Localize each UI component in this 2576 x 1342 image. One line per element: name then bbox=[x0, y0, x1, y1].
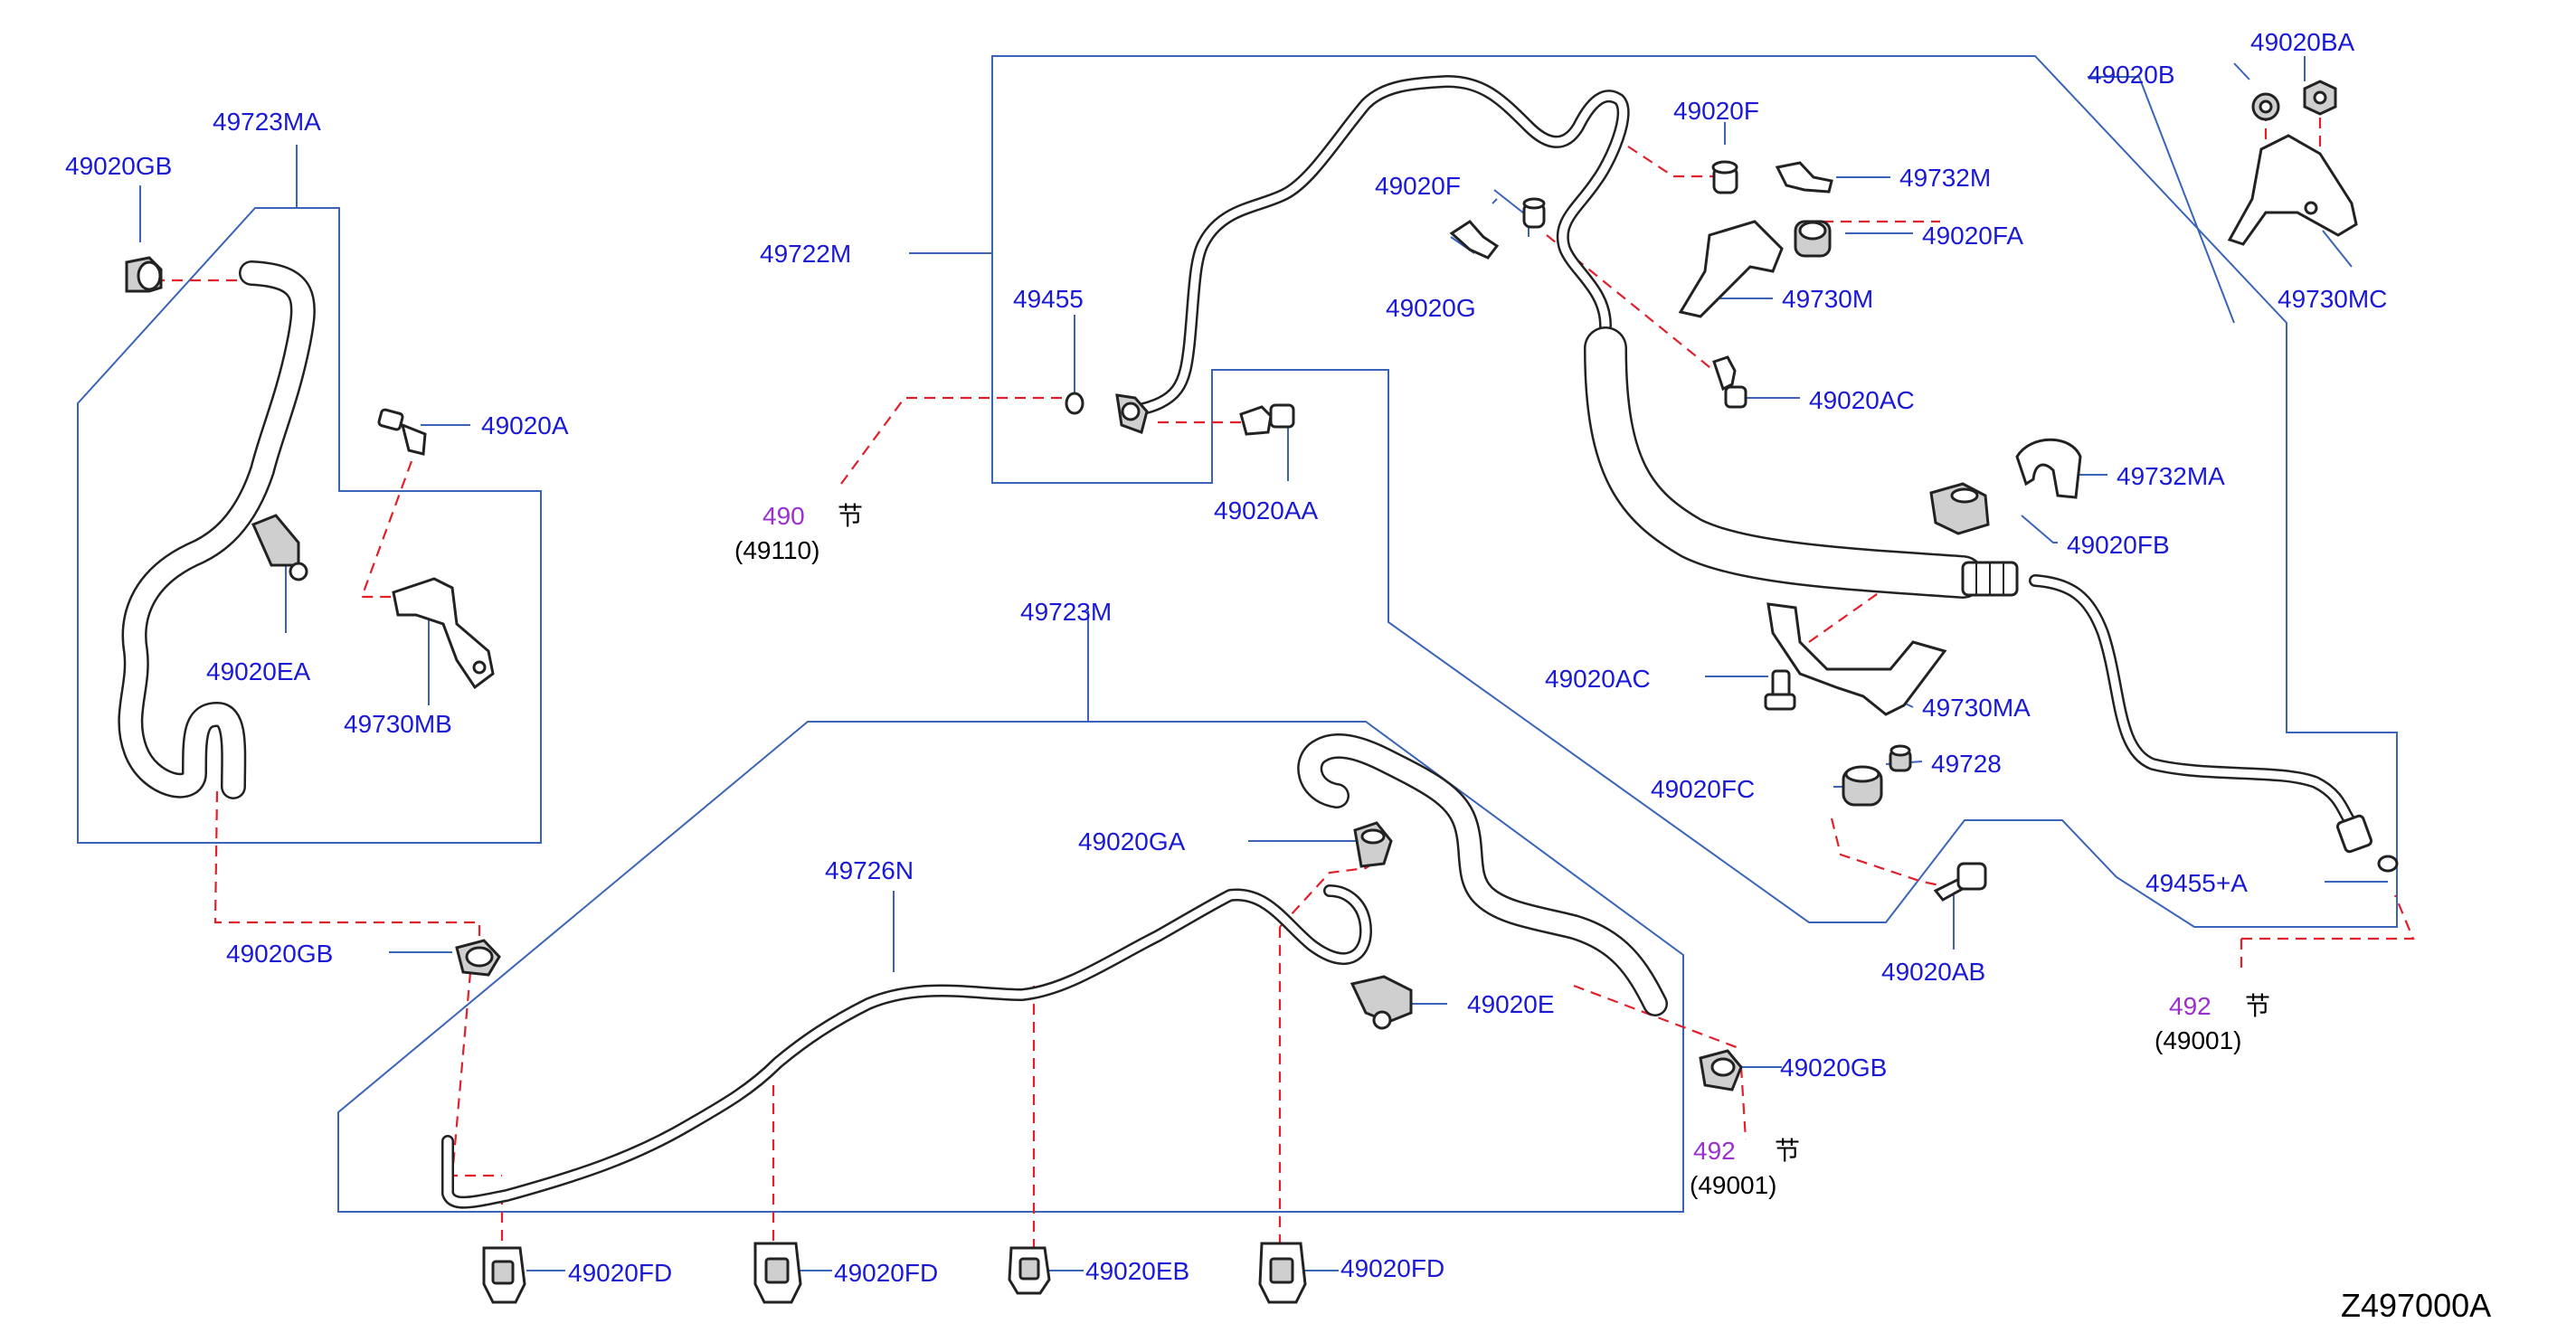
part-clip-49020E bbox=[1350, 975, 1413, 1030]
label-49020EA[interactable]: 49020EA bbox=[206, 657, 311, 685]
label-49020FD-c[interactable]: 49020FD bbox=[1340, 1254, 1444, 1282]
part-clamp-49020GB-top bbox=[125, 256, 163, 293]
label-49730MB[interactable]: 49730MB bbox=[344, 710, 452, 738]
part-grommet-49020FC bbox=[1842, 765, 1883, 807]
part-bolt-49020AB bbox=[1933, 862, 1987, 902]
label-49020GB-bottom[interactable]: 49020GB bbox=[1780, 1054, 1887, 1082]
part-grommet-49020FA bbox=[1794, 220, 1832, 258]
hose-49723MA bbox=[118, 260, 316, 799]
group-box-49722M bbox=[991, 55, 2398, 928]
part-fitting-49455 bbox=[1065, 392, 1149, 434]
label-49020AC-mid[interactable]: 49020AC bbox=[1545, 665, 1651, 693]
section-ref-node: 节 bbox=[838, 502, 863, 530]
label-49726N[interactable]: 49726N bbox=[825, 856, 914, 884]
tube-return-right bbox=[2029, 574, 2358, 829]
part-bracket-49730M bbox=[1678, 220, 1784, 318]
part-bolt-49020AA bbox=[1239, 403, 1295, 436]
part-nut-49020B bbox=[2251, 92, 2280, 121]
section-ref-number: 492 bbox=[1693, 1137, 1736, 1165]
part-bolt-49020A bbox=[377, 408, 427, 456]
label-49732MA[interactable]: 49732MA bbox=[2117, 462, 2225, 490]
part-bracket-49730MC bbox=[2227, 134, 2358, 246]
group-box-49723MA bbox=[77, 207, 542, 844]
group-box-49723M bbox=[337, 721, 1684, 1213]
part-clip-49020EB bbox=[1008, 1246, 1051, 1295]
part-clamp-49020GB-mid bbox=[455, 939, 501, 977]
label-49020G[interactable]: 49020G bbox=[1386, 294, 1476, 322]
hose-main-large bbox=[1584, 326, 1984, 599]
part-nut-49020BA bbox=[2303, 80, 2337, 116]
tube-49726N bbox=[441, 884, 1372, 1209]
section-ref-code: (49001) bbox=[2155, 1026, 2242, 1054]
label-49020EB[interactable]: 49020EB bbox=[1085, 1257, 1189, 1285]
part-labels: 49723MA 49020GB 49020A 49020EA 49730MB 4… bbox=[65, 28, 2387, 1287]
label-49728[interactable]: 49728 bbox=[1931, 750, 2002, 778]
label-49020AA[interactable]: 49020AA bbox=[1214, 496, 1319, 525]
connection-lines bbox=[154, 99, 2415, 1248]
part-bracket-49730MB bbox=[392, 577, 495, 690]
section-ref-node: 节 bbox=[2245, 992, 2270, 1020]
label-49020F-b[interactable]: 49020F bbox=[1375, 172, 1461, 200]
section-ref-492-right[interactable]: 492 节 (49001) bbox=[2155, 992, 2270, 1054]
label-49455A[interactable]: 49455+A bbox=[2145, 869, 2248, 897]
label-49020E[interactable]: 49020E bbox=[1467, 990, 1555, 1018]
section-ref-code: (49110) bbox=[734, 536, 819, 564]
label-49020FD-b[interactable]: 49020FD bbox=[834, 1259, 938, 1287]
label-49020FD-a[interactable]: 49020FD bbox=[568, 1259, 672, 1287]
part-clamp-49732M bbox=[1775, 161, 1833, 194]
part-fitting-49455A bbox=[2335, 814, 2399, 873]
label-49020FC[interactable]: 49020FC bbox=[1651, 775, 1755, 803]
label-49723MA[interactable]: 49723MA bbox=[213, 108, 321, 136]
part-clamp-49732MA bbox=[2015, 438, 2082, 499]
part-bracket-49730MA bbox=[1766, 602, 1947, 716]
section-ref-490[interactable]: 490 节 (49110) bbox=[734, 502, 863, 564]
diagram-code: Z497000A bbox=[2341, 1287, 2491, 1324]
tube-49722M bbox=[1124, 75, 1630, 418]
label-49723M[interactable]: 49723M bbox=[1020, 598, 1112, 626]
part-grommet-49020F-a bbox=[1711, 160, 1738, 194]
part-grommet-49020GA bbox=[1353, 821, 1393, 868]
label-49730MA[interactable]: 49730MA bbox=[1922, 694, 2031, 722]
label-49020GA[interactable]: 49020GA bbox=[1078, 827, 1186, 855]
label-49020AC-top[interactable]: 49020AC bbox=[1809, 386, 1915, 414]
part-clamp-49020GB-bottom bbox=[1699, 1049, 1743, 1092]
part-clip-49020FD-b bbox=[753, 1242, 802, 1304]
section-ref-number: 490 bbox=[762, 502, 805, 530]
label-49020B[interactable]: 49020B bbox=[2088, 61, 2175, 89]
label-49732M[interactable]: 49732M bbox=[1899, 164, 1991, 192]
hose-49723M bbox=[1297, 733, 1668, 1016]
label-49020AB[interactable]: 49020AB bbox=[1881, 958, 1985, 986]
part-grommet-49728 bbox=[1889, 744, 1912, 772]
label-49020GB-top[interactable]: 49020GB bbox=[65, 152, 172, 180]
label-49730M[interactable]: 49730M bbox=[1782, 285, 1873, 313]
label-49020FB[interactable]: 49020FB bbox=[2067, 531, 2170, 559]
section-ref-code: (49001) bbox=[1690, 1171, 1777, 1199]
section-ref-node: 节 bbox=[1775, 1137, 1800, 1165]
part-clip-49020G bbox=[1449, 220, 1500, 260]
label-49455[interactable]: 49455 bbox=[1013, 285, 1084, 313]
part-clip-49020FD-c bbox=[1258, 1242, 1307, 1304]
section-ref-number: 492 bbox=[2169, 992, 2211, 1020]
label-49020A[interactable]: 49020A bbox=[481, 411, 569, 439]
part-grommet-49020F-b bbox=[1522, 197, 1546, 229]
label-49020FA[interactable]: 49020FA bbox=[1922, 222, 2023, 250]
label-49730MC[interactable]: 49730MC bbox=[2278, 285, 2387, 313]
section-ref-492-bottom[interactable]: 492 节 (49001) bbox=[1690, 1137, 1800, 1199]
label-49020BA[interactable]: 49020BA bbox=[2250, 28, 2355, 56]
part-grommet-49020FB bbox=[1929, 482, 1990, 535]
part-fitting-hose-end bbox=[1961, 561, 2019, 597]
part-clip-49020EA bbox=[251, 514, 308, 581]
part-clip-49020FD-a bbox=[482, 1246, 526, 1304]
label-49020GB-mid[interactable]: 49020GB bbox=[226, 940, 333, 968]
label-49020F-a[interactable]: 49020F bbox=[1673, 97, 1759, 125]
label-49722M[interactable]: 49722M bbox=[760, 240, 851, 268]
part-bolt-49020AC-top bbox=[1712, 355, 1747, 409]
part-bolt-49020AC-mid bbox=[1764, 669, 1796, 711]
